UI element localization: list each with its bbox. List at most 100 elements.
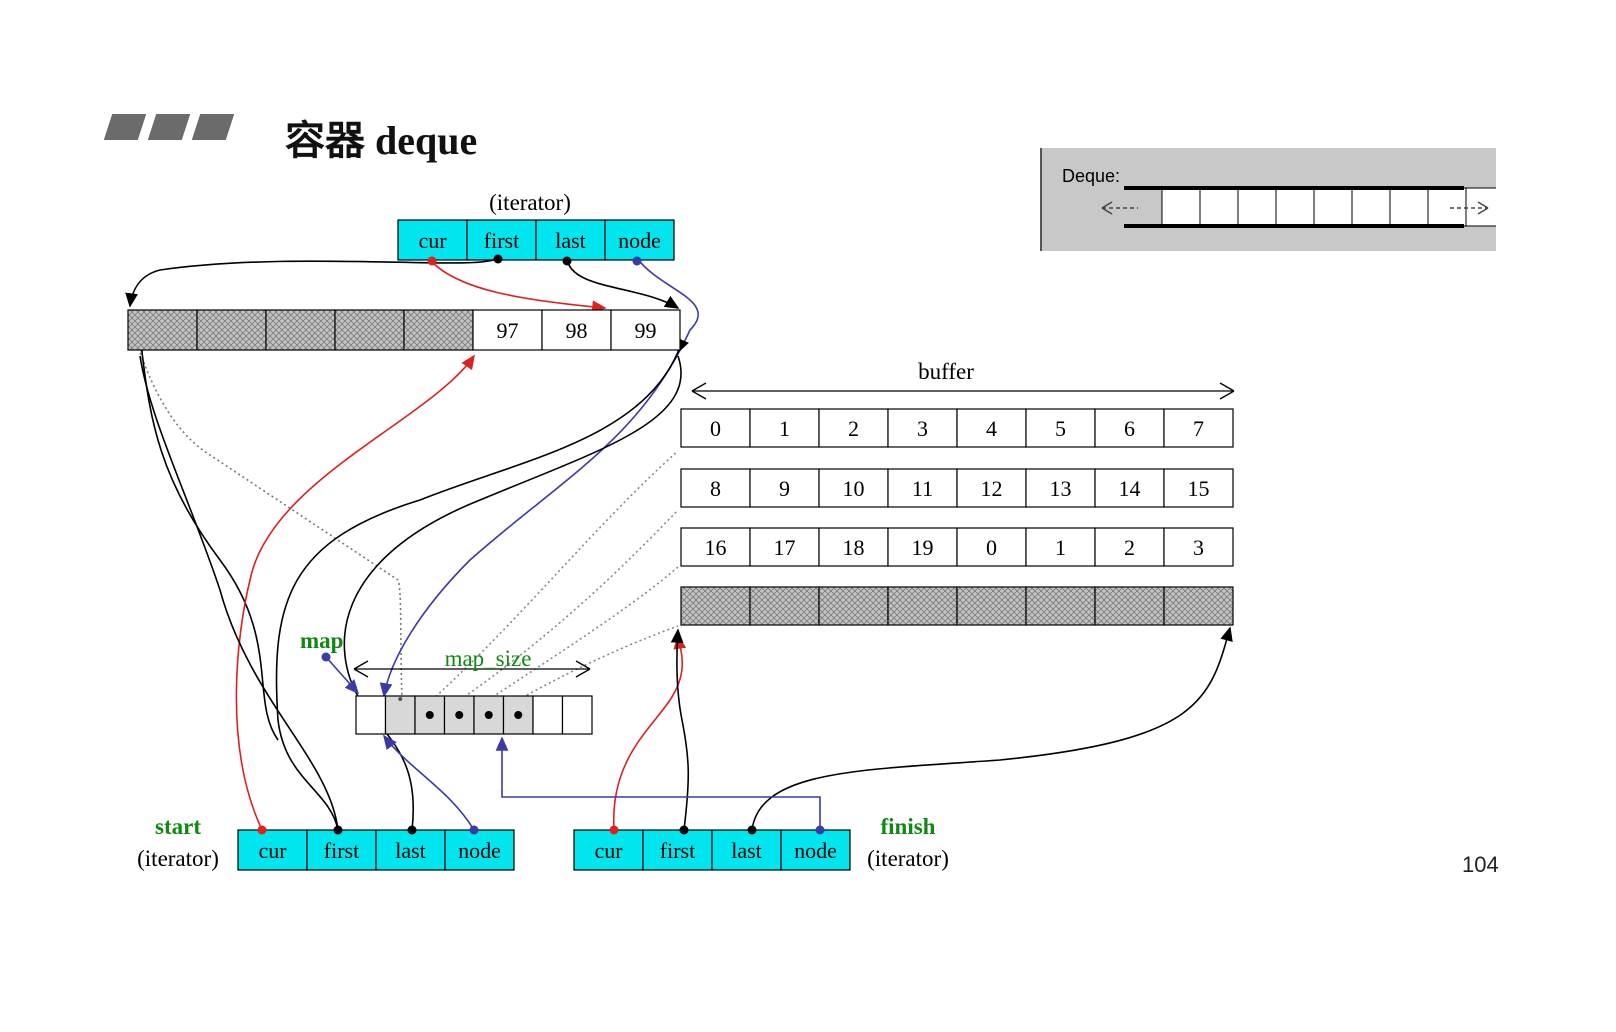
buffer-cell	[680, 527, 751, 567]
buffer-value: 13	[1050, 476, 1072, 501]
map-label: map	[300, 628, 343, 653]
pointer-dot	[815, 825, 825, 835]
buffer-value: 1	[1055, 535, 1066, 560]
iterator-field-last: last	[555, 228, 586, 253]
map-node-pointer	[398, 697, 403, 701]
top-buffer-cell	[472, 309, 543, 351]
top-buffer-value: 98	[566, 318, 588, 343]
buffer-value: 19	[912, 535, 934, 560]
iterator-cell	[237, 829, 308, 871]
iterator-cell	[780, 829, 851, 871]
iterator-field-last: last	[731, 838, 762, 863]
top-buffer-cell	[610, 309, 681, 351]
buffer-cell	[956, 408, 1027, 448]
iterator-cell	[375, 829, 446, 871]
map-node-pointer	[514, 711, 523, 719]
buffer-hatched-cell	[1025, 586, 1096, 626]
buffer-cell	[1094, 408, 1165, 448]
buffer-cell	[887, 468, 958, 508]
buffer-cell	[1025, 468, 1096, 508]
iterator-field-node: node	[794, 838, 837, 863]
buffer-cell	[1094, 468, 1165, 508]
deque-inset-cell	[1465, 187, 1496, 227]
pointer-dot	[562, 256, 572, 266]
buffer-hatched-cell	[1094, 586, 1165, 626]
top-buffer-hatched-cell	[196, 309, 267, 351]
buffer-value: 2	[848, 416, 859, 441]
buffer-cell	[680, 408, 751, 448]
buffer-cell	[887, 408, 958, 448]
buffer-cell	[956, 527, 1027, 567]
map-node-pointer	[455, 711, 464, 719]
buffer-cell	[1025, 527, 1096, 567]
buffer-value: 12	[981, 476, 1003, 501]
iterator-field-first: first	[484, 228, 519, 253]
map-node	[532, 695, 564, 735]
buffer-cell	[749, 468, 820, 508]
buffer-value: 16	[705, 535, 727, 560]
pointer-dot	[333, 825, 343, 835]
buffer-cell	[1163, 408, 1234, 448]
pointer-dot	[493, 254, 503, 264]
buffer-hatched-cell	[1163, 586, 1234, 626]
buffer-value: 3	[1193, 535, 1204, 560]
deque-inset-cell	[1161, 187, 1201, 227]
page-number: 104	[1462, 852, 1499, 877]
deque-inset: Deque:	[1040, 148, 1496, 251]
pointer-dot	[257, 825, 267, 835]
iterator-field-node: node	[458, 838, 501, 863]
map-node	[384, 695, 416, 735]
deque-inset-cell	[1427, 187, 1467, 227]
buffer-cell	[818, 527, 889, 567]
iterator-cell	[711, 829, 782, 871]
top-buffer-hatched-cell	[127, 309, 198, 351]
iterator-field-first: first	[324, 838, 359, 863]
start-iterator-name: start	[155, 814, 201, 839]
iterator-field-first: first	[660, 838, 695, 863]
buffer-hatched-cell	[818, 586, 889, 626]
top-buffer-hatched-cell	[265, 309, 336, 351]
buffer-value: 11	[912, 476, 933, 501]
buffer-cell	[1094, 527, 1165, 567]
buffer-value: 15	[1188, 476, 1210, 501]
buffer-value: 1	[779, 416, 790, 441]
page-title: 容器 deque	[285, 118, 478, 163]
map-array	[355, 695, 593, 735]
buffer-value: 0	[986, 535, 997, 560]
buffer-value: 6	[1124, 416, 1135, 441]
iterator-cell	[444, 829, 515, 871]
start-iterator-caption: (iterator)	[137, 846, 219, 871]
buffer-cell	[887, 527, 958, 567]
buffer-label: buffer	[918, 359, 974, 384]
buffer-hatched-cell	[887, 586, 958, 626]
pointer-dot	[747, 825, 757, 835]
map-node-pointer	[484, 711, 493, 719]
buffer-value: 8	[710, 476, 721, 501]
pointer-dot	[679, 825, 689, 835]
finish-iterator: cur first last node	[573, 829, 851, 871]
deque-inset-graphic	[1101, 186, 1496, 228]
buffer-hatched-cell	[749, 586, 820, 626]
buffer-cell	[1025, 408, 1096, 448]
buffer-value: 2	[1124, 535, 1135, 560]
pointer-dot	[469, 825, 479, 835]
buffer-value: 17	[774, 535, 796, 560]
buffer-value: 4	[986, 416, 997, 441]
top-iterator-caption: (iterator)	[489, 190, 571, 215]
pointer-dot	[632, 256, 642, 266]
buffer-value: 9	[779, 476, 790, 501]
finish-iterator-name: finish	[881, 814, 936, 839]
buffer-value: 5	[1055, 416, 1066, 441]
iterator-field-node: node	[618, 228, 661, 253]
buffer-cell	[1163, 527, 1234, 567]
top-buffer-value: 97	[497, 318, 519, 343]
buffer-value: 18	[843, 535, 865, 560]
iterator-field-cur: cur	[594, 838, 623, 863]
map-node-pointer	[425, 711, 434, 719]
buffer-value: 14	[1119, 476, 1141, 501]
